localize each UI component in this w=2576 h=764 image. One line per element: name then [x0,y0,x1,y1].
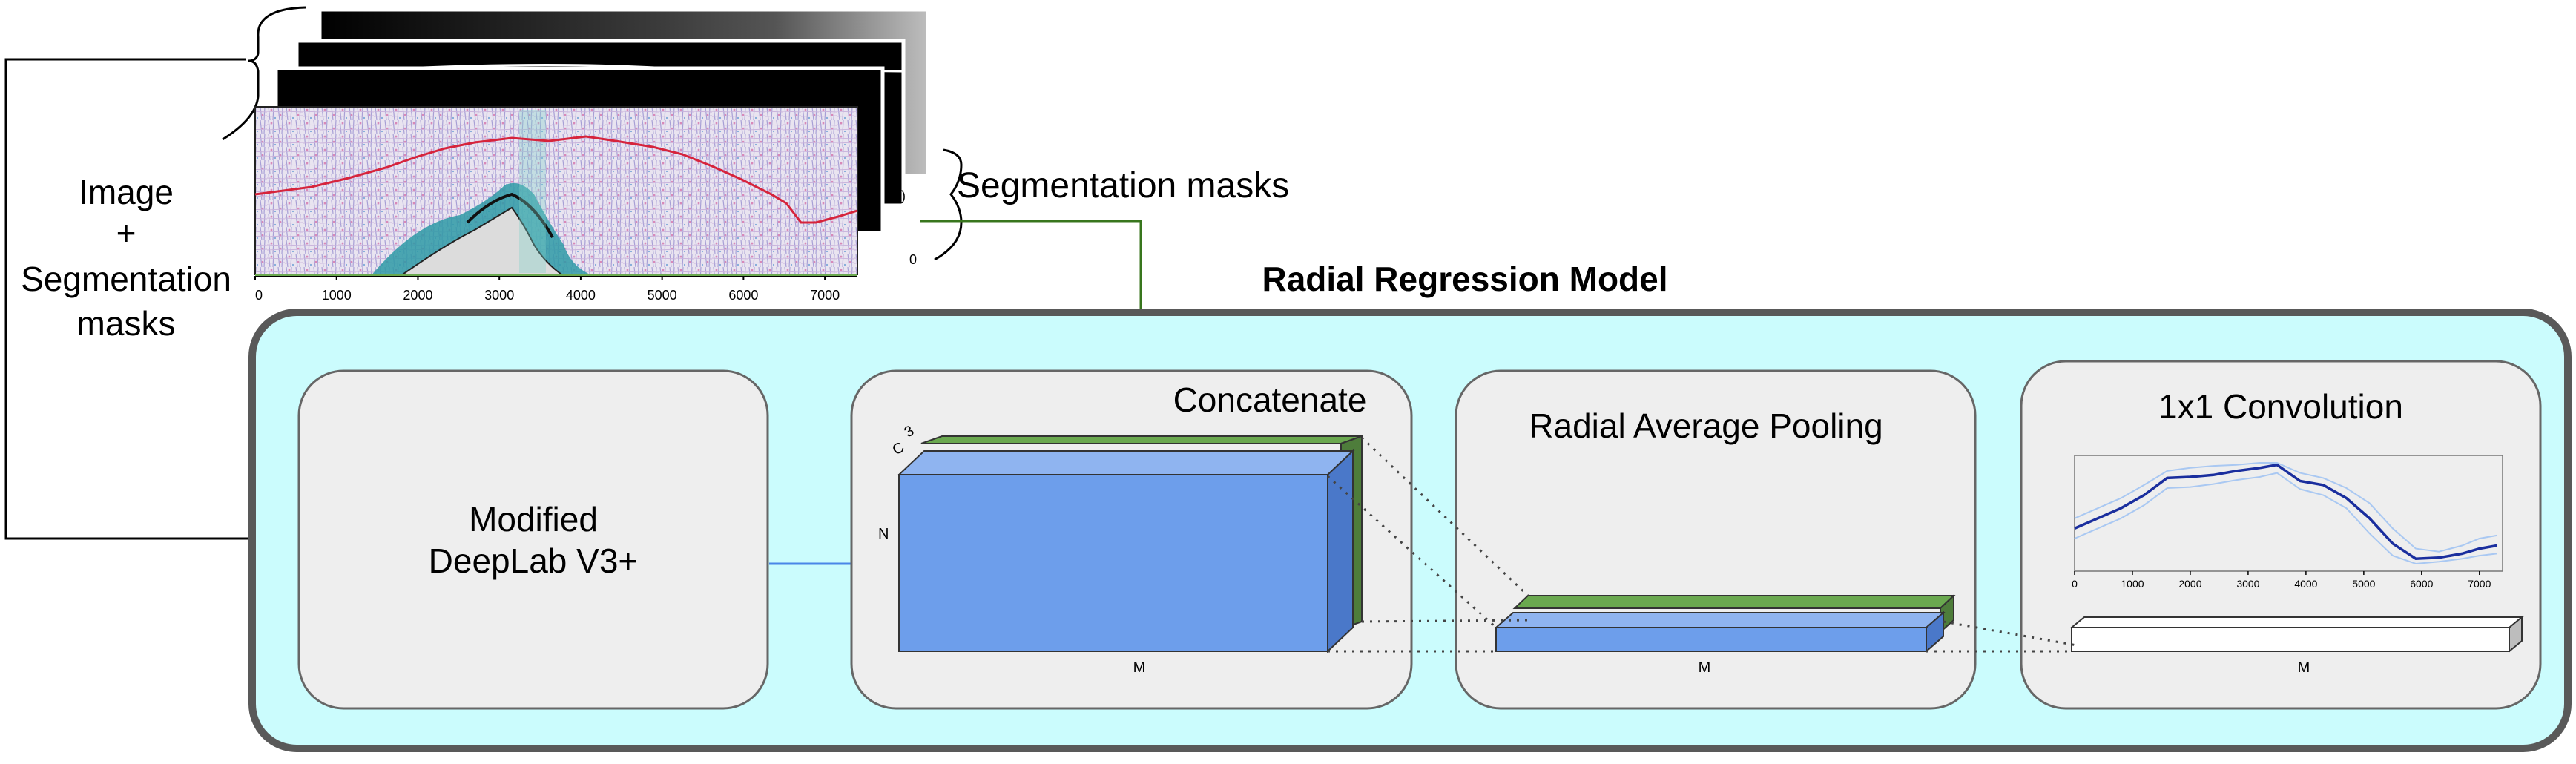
left-label-line-masks: masks [77,304,176,343]
mini-chart-tick-label: 5000 [2352,578,2375,590]
image-axis-tick-label: 1000 [322,288,352,303]
pooling-title: Radial Average Pooling [1529,406,1882,445]
concat-green-slab [920,435,1363,444]
deeplab-panel: Modified DeepLab V3+ [297,369,769,710]
back-slice-tick-1: ) [901,188,906,203]
mini-chart-tick-label: 3000 [2236,578,2259,590]
pooling-green-slab [1512,595,1956,609]
concat-dim-n: N [878,526,889,542]
input-stack-brace [222,6,306,141]
segmentation-masks-label: Segmentation masks [957,166,1289,205]
concat-dim-m: M [1133,659,1146,676]
image-axis-tick-label: 0 [255,288,263,303]
image-axis-tick-label: 4000 [566,288,596,303]
model-title: Radial Regression Model [1262,260,1667,298]
pooling-panel: Radial Average Pooling M [1455,369,1977,710]
mini-chart-tick-label: 2000 [2178,578,2201,590]
image-axis-tick-label: 3000 [484,288,514,303]
left-label-line-segmentation: Segmentation [21,260,231,298]
image-axis-tick-label: 7000 [810,288,840,303]
mini-chart-tick-label: 7000 [2468,578,2491,590]
concat-blue-block [898,474,1328,652]
concat-title: Concatenate [1173,381,1367,419]
left-label-line-image: Image [79,173,174,211]
image-axis-tick-label: 6000 [728,288,758,303]
concat-blue-block-side [1327,449,1354,653]
input-feedback-arrow [4,58,299,542]
image-axis-tick-label: 2000 [403,288,432,303]
back-slice-tick-0: 0 [909,252,917,267]
mini-chart-series-0 [2074,463,2497,560]
mini-chart-frame [2074,455,2503,572]
left-label-line-plus: + [116,214,136,252]
conv-title: 1x1 Convolution [2158,387,2403,426]
pooling-dim-m: M [1699,659,1711,676]
conv-dim-m: M [2298,659,2310,676]
image-axis-ticks: 0 1000 2000 3000 4000 5000 6000 7000 [254,276,840,303]
mini-chart-series-1 [2074,462,2497,553]
deeplab-line-2: DeepLab V3+ [429,541,639,580]
histology-boundary-line [254,135,858,224]
concat-blue-block-top [897,450,1355,475]
segmentation-brace [934,148,963,261]
mini-chart-series-2 [2074,472,2497,565]
pooling-blue-block [1495,627,1927,652]
image-axis-tick-label: 5000 [648,288,677,303]
left-input-label: Image + Segmentation masks [21,173,231,343]
mini-chart-tick-label: 0 [2072,578,2078,590]
conv-output-block [2071,627,2510,652]
conv-panel: 1x1 Convolution 0 1000 2000 3000 4000 5000 600… [2020,360,2542,710]
concat-panel: Concatenate C 3 N M [850,369,1413,710]
mini-chart-tick-label: 1000 [2121,578,2144,590]
conv-output-chart: 0 1000 2000 3000 4000 5000 6000 7000 [2072,455,2503,590]
projection-lines [1326,436,2078,653]
input-image-stack: 0 ) 0 1000 2000 3000 4000 5000 6000 7000 [254,9,929,303]
deeplab-line-1: Modified [469,500,598,539]
mini-chart-tick-label: 6000 [2410,578,2433,590]
histology-image [254,106,858,277]
mini-chart-tick-label: 4000 [2294,578,2317,590]
